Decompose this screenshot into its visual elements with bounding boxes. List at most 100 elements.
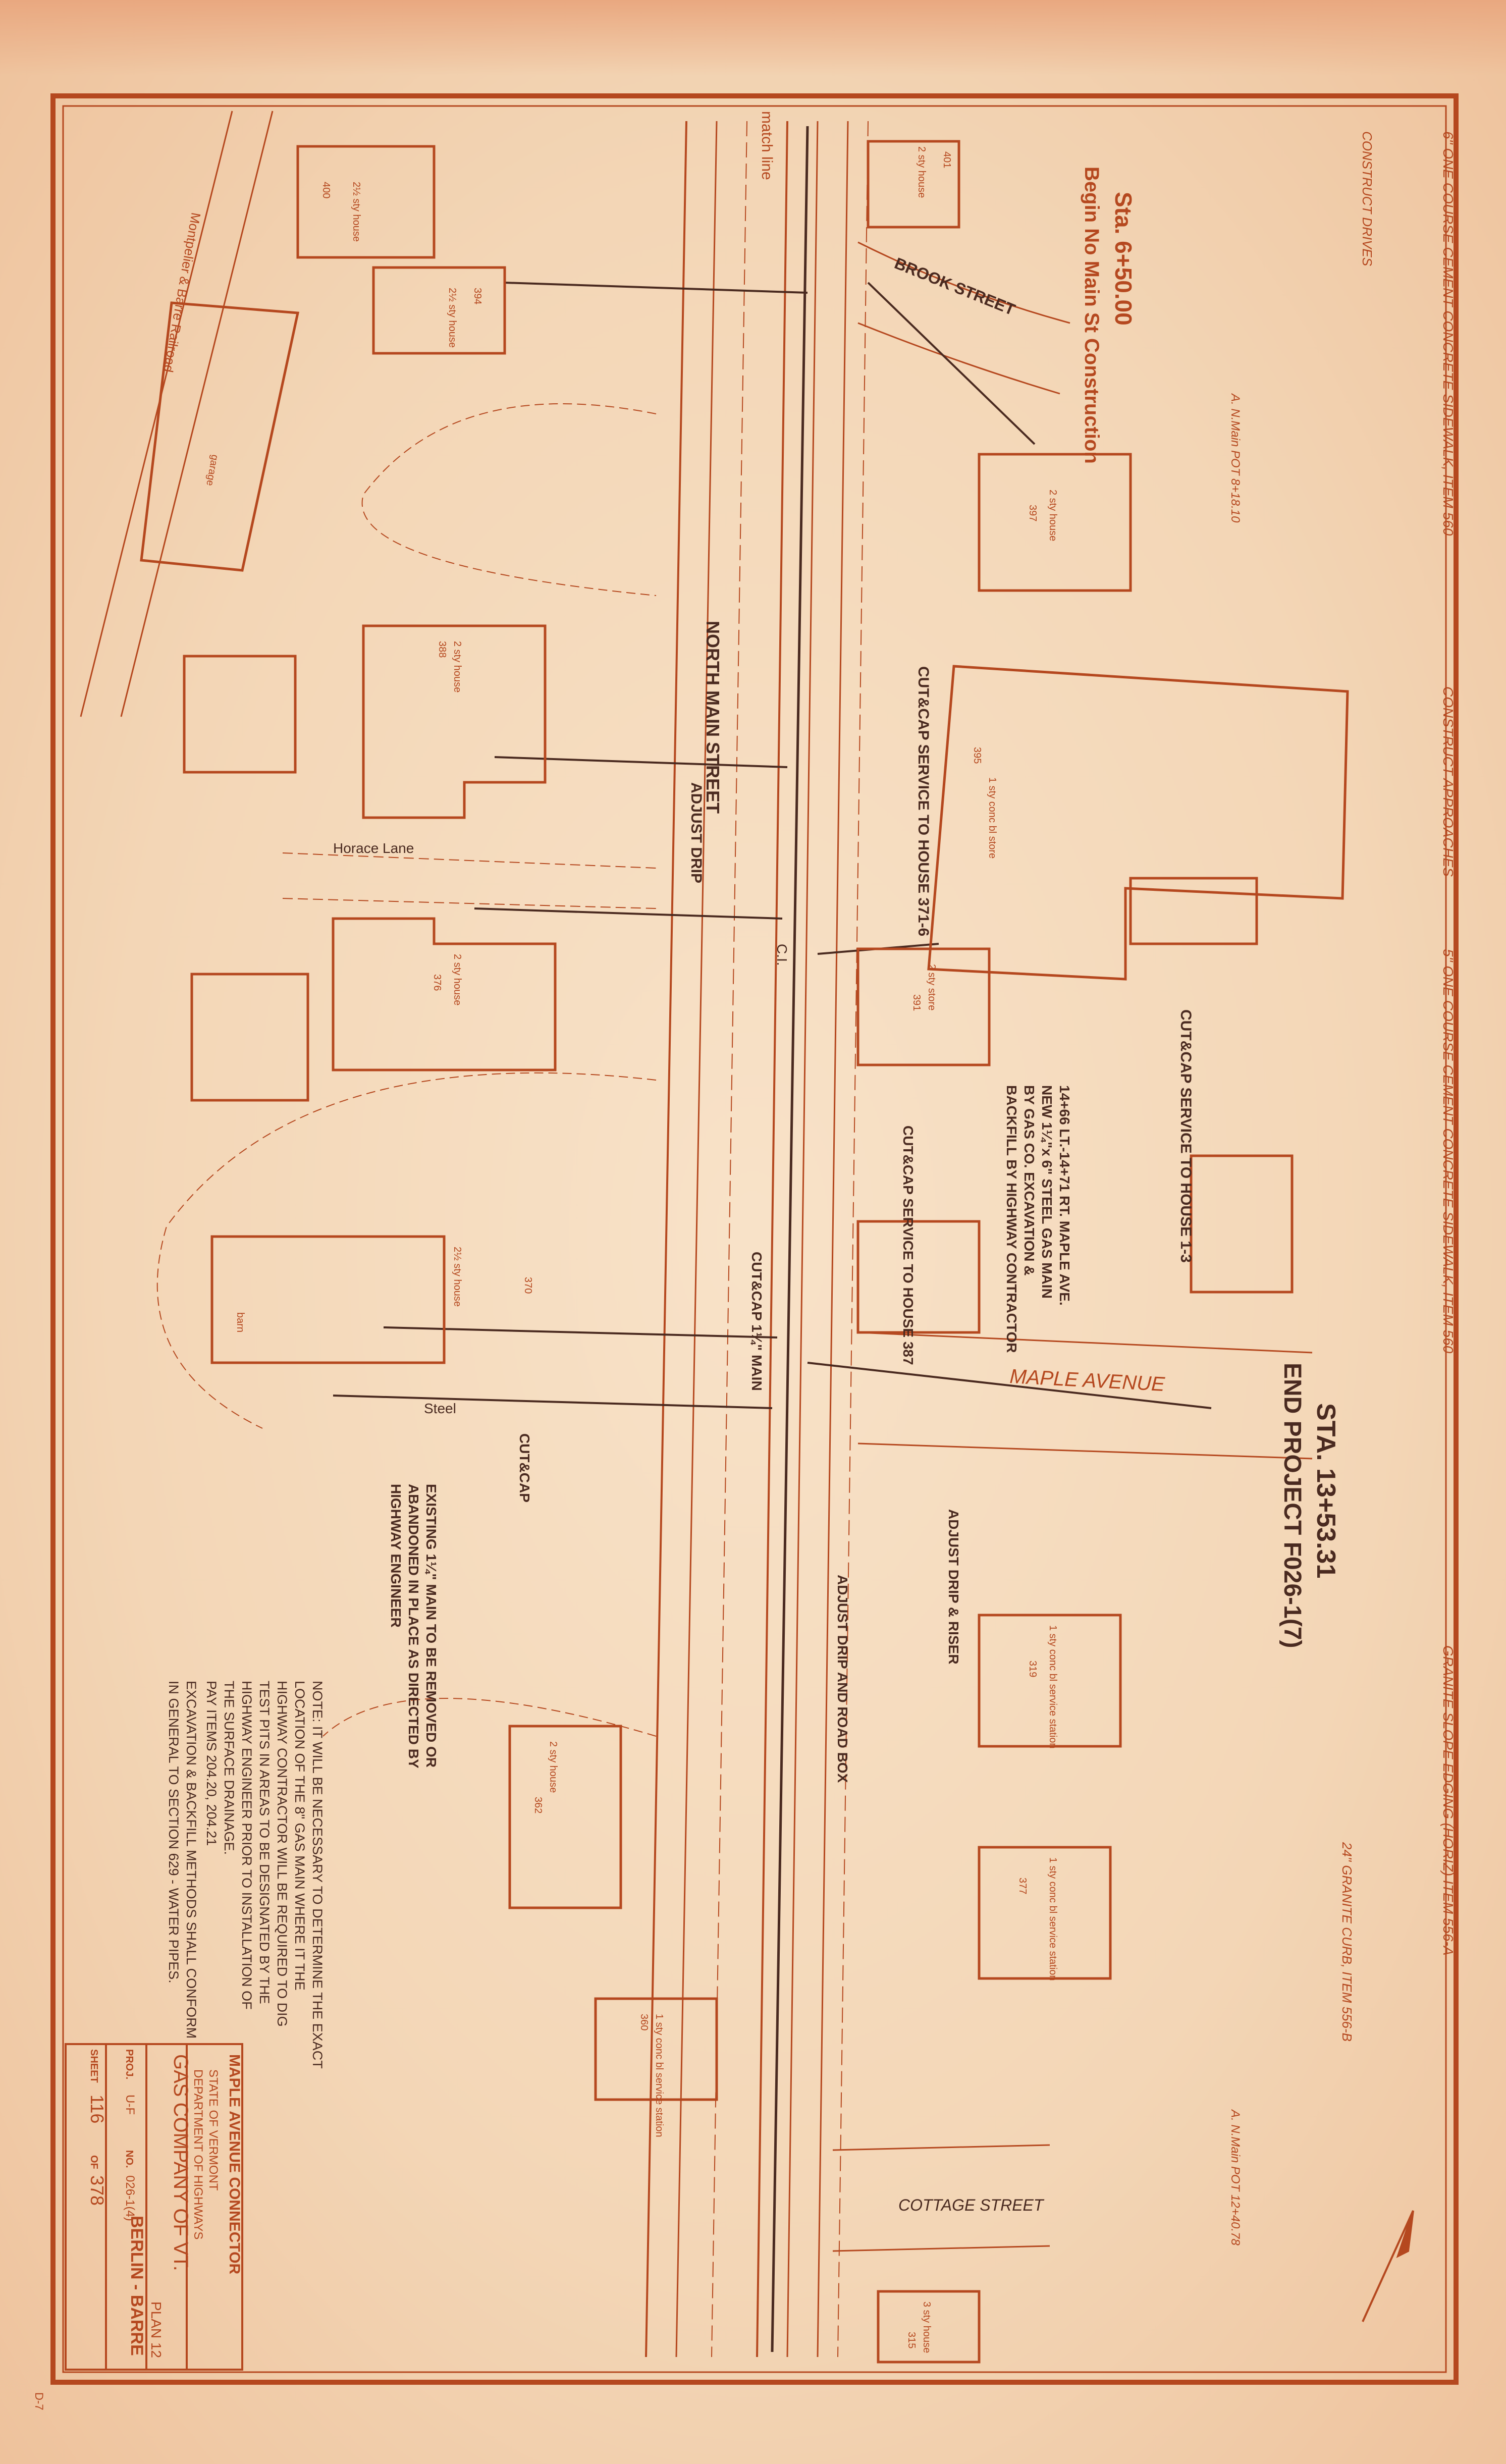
building-number-10: 377 bbox=[1017, 1878, 1028, 1894]
title-sheet-value: 116 bbox=[87, 2095, 107, 2123]
building-garage-left bbox=[190, 973, 309, 1102]
building-small-left bbox=[183, 655, 297, 774]
building-number-6: 360 bbox=[638, 2014, 650, 2030]
building-401 bbox=[867, 140, 960, 229]
building-label-2: 2 sty house bbox=[452, 641, 463, 692]
service-lines bbox=[333, 282, 939, 1409]
sheet-discoloration bbox=[0, 0, 1506, 76]
side-approaches-title: CONSTRUCT APPROACHES bbox=[1440, 686, 1456, 877]
building-370 bbox=[210, 1235, 446, 1364]
begin-label: Begin No Main St Construction bbox=[1081, 167, 1103, 464]
building-362 bbox=[508, 1725, 622, 1909]
title-state: STATE OF VERMONT bbox=[206, 2069, 220, 2191]
note-line-5: HIGHWAY ENGINEER PRIOR TO INSTALLATION O… bbox=[239, 1681, 254, 2010]
building-400 bbox=[296, 145, 436, 259]
gas-main-line bbox=[771, 126, 809, 2352]
side-sidewalk-title: 6" ONE COURSE CEMENT CONCRETE SIDEWALK, … bbox=[1440, 131, 1456, 536]
title-proj-label: PROJ. bbox=[124, 2049, 135, 2079]
north-arrow-icon bbox=[1362, 2210, 1414, 2322]
side-pdot-lower: A. N.Main POT 12+40.78 bbox=[1228, 2109, 1242, 2245]
cottage-street bbox=[832, 2144, 1050, 2252]
building-2sty-right bbox=[1190, 1154, 1294, 1294]
title-plan: PLAN 12 bbox=[148, 2301, 164, 2358]
building-garage-rr bbox=[140, 301, 300, 572]
building-number-5: 362 bbox=[532, 1797, 544, 1813]
building-garage-right bbox=[1129, 877, 1258, 945]
callout-adjust-drip-road-box: ADJUST DRIP AND ROAD BOX bbox=[835, 1575, 850, 1783]
building-label-12: 2 sty house bbox=[916, 146, 927, 198]
building-394 bbox=[372, 266, 506, 355]
building-label-9: 1 sty conc bl service station bbox=[1047, 1625, 1058, 1749]
callout-steel: Steel bbox=[424, 1401, 456, 1416]
callout-cut-cap-371: CUT&CAP SERVICE TO HOUSE 371-6 bbox=[915, 666, 932, 936]
building-388 bbox=[362, 624, 547, 819]
general-note: NOTE: IT WILL BE NECESSARY TO DETERMINE … bbox=[166, 1681, 325, 2069]
building-label-0: 2½ sty house bbox=[351, 182, 362, 242]
note-line-4: TEST PITS IN AREAS TO BE DESIGNATED BY T… bbox=[257, 1681, 272, 2004]
side-pdot-upper: A. N.Main POT 8+18.10 bbox=[1228, 393, 1242, 523]
building-label-6: 1 sty conc bl service station bbox=[654, 2014, 665, 2137]
building-number-3: 376 bbox=[432, 974, 443, 991]
note-line-2: LOCATION OF THE 8" GAS MAIN WHERE IT THE bbox=[292, 1681, 307, 1991]
side-granite-curb-title: 24" GRANITE CURB, ITEM 556-B bbox=[1339, 1842, 1355, 2042]
north-main-street-corridor bbox=[645, 121, 869, 2358]
building-label-8: 2 sty store bbox=[926, 964, 937, 1010]
building-387 bbox=[856, 1220, 981, 1334]
street-railroad: Montpelier & Barre Railroad bbox=[160, 211, 203, 373]
note-line-1: NOTE: IT WILL BE NECESSARY TO DETERMINE … bbox=[310, 1681, 325, 2069]
note-line-8: EXCAVATION & BACKFILL METHODS SHALL CONF… bbox=[184, 1681, 199, 2039]
match-line: match line bbox=[759, 111, 775, 180]
building-label-7: 1 sty conc bl store bbox=[987, 777, 998, 859]
building-number-12: 401 bbox=[941, 151, 952, 168]
building-376 bbox=[332, 917, 557, 1072]
title-department: DEPARTMENT OF HIGHWAYS bbox=[191, 2069, 205, 2239]
side-sidewalk5-title: 5" ONE COURSE CEMENT CONCRETE SIDEWALK, … bbox=[1440, 949, 1456, 1354]
building-315 bbox=[877, 2290, 981, 2364]
brook-street bbox=[857, 241, 1070, 445]
callout-existing-main-2: ABANDONED IN PLACE AS DIRECTED BY bbox=[406, 1484, 421, 1769]
building-number-7: 395 bbox=[972, 747, 983, 764]
building-number-1: 394 bbox=[472, 288, 483, 304]
note-line-7: PAY ITEMS 204.20, 204.21 bbox=[204, 1681, 219, 1846]
buildings-right bbox=[856, 140, 1349, 2364]
callout-existing-main-3: HIGHWAY ENGINEER bbox=[388, 1484, 404, 1628]
building-label-13: 3 sty house bbox=[921, 2301, 932, 2353]
title-project: MAPLE AVENUE CONNECTOR bbox=[226, 2054, 243, 2274]
maple-avenue bbox=[807, 1331, 1313, 1460]
title-town: BERLIN - BARRE bbox=[127, 2216, 146, 2356]
building-number-9: 319 bbox=[1027, 1660, 1038, 1677]
building-label-4: 2½ sty house bbox=[452, 1247, 463, 1307]
title-block bbox=[65, 2043, 243, 2371]
title-company: GAS COMPANY OF VT. bbox=[170, 2054, 192, 2271]
callout-cut-cap: CUT&CAP bbox=[517, 1433, 532, 1503]
building-number-11: 397 bbox=[1027, 505, 1038, 521]
street-maple: MAPLE AVENUE bbox=[1009, 1365, 1166, 1396]
end-label: END PROJECT F026-1(7) bbox=[1279, 1363, 1306, 1648]
title-proj-value: U-F bbox=[123, 2095, 137, 2115]
title-sheet-label: SHEET bbox=[88, 2049, 99, 2083]
callout-cut-cap-13: CUT&CAP SERVICE TO HOUSE 1-3 bbox=[1177, 1009, 1194, 1263]
building-labels: 2½ sty house 400 2½ sty house 394 2 sty … bbox=[204, 146, 1058, 2353]
callout-existing-main-1: EXISTING 1¼" MAIN TO BE REMOVED OR bbox=[423, 1484, 439, 1767]
callout-adjust-drip-riser: ADJUST DRIP & RISER bbox=[946, 1509, 961, 1665]
title-block-text: MAPLE AVENUE CONNECTOR STATE OF VERMONT … bbox=[33, 2049, 243, 2410]
street-horace: Horace Lane bbox=[333, 840, 414, 856]
horace-lane bbox=[282, 852, 657, 909]
street-cottage: COTTAGE STREET bbox=[898, 2196, 1045, 2214]
side-granite-title: GRANITE SLOPE EDGING (HORIZ) ITEM 556-A bbox=[1440, 1645, 1456, 1956]
street-brook: BROOK STREET bbox=[892, 254, 1018, 319]
title-corner-mark: D-7 bbox=[33, 2392, 45, 2410]
building-number-2: 388 bbox=[437, 641, 448, 658]
callout-new-main-4: BACKFILL BY HIGHWAY CONTRACTOR bbox=[1004, 1085, 1019, 1353]
building-label-5: 2 sty house bbox=[548, 1741, 559, 1793]
building-label-10: 1 sty conc bl service station bbox=[1047, 1857, 1058, 1981]
end-station: STA. 13+53.31 bbox=[1311, 1403, 1340, 1578]
title-no-label: NO. bbox=[124, 2150, 135, 2168]
callout-cut-cap-main: CUT&CAP 1¼" MAIN bbox=[749, 1252, 765, 1391]
begin-station: Sta. 6+50.00 bbox=[1110, 192, 1137, 326]
building-319 bbox=[978, 1614, 1122, 1748]
building-number-13: 315 bbox=[906, 2332, 917, 2348]
building-395 bbox=[927, 665, 1349, 981]
building-label-3: 2 sty house bbox=[452, 954, 463, 1005]
